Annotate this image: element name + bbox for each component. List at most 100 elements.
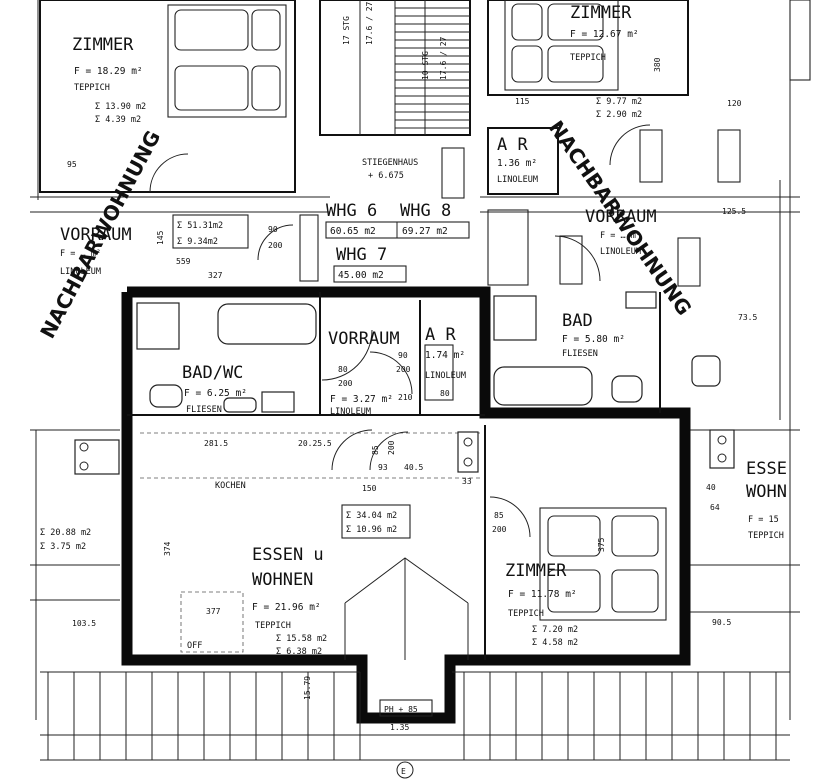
- dim-label: 200: [492, 525, 507, 534]
- dim-label: 375: [597, 537, 606, 552]
- dim-label: 210: [398, 393, 413, 402]
- room-area-bad-wc: F = 6.25 m²: [184, 388, 247, 399]
- dim-label: 115: [515, 97, 530, 106]
- dim-label: 103.5: [72, 619, 96, 628]
- dim-label: 150: [362, 484, 377, 493]
- room-floor-essen-wohnen: TEPPICH: [255, 621, 291, 631]
- off-label: OFF: [187, 641, 202, 651]
- dim-label: 120: [727, 99, 742, 108]
- room-sub2-essen-wohnen: Σ 6.38 m2: [276, 647, 322, 657]
- grid-lines: [30, 0, 800, 720]
- stiegenhaus-value: + 6.675: [368, 171, 404, 181]
- balcony-railing: [40, 671, 790, 761]
- dim-label: 90: [398, 351, 408, 360]
- dim-label: 1.35: [390, 723, 409, 732]
- dim-label: 40.5: [404, 463, 423, 472]
- vorraum-area-2: Σ 9.34m2: [177, 237, 218, 247]
- neighbor-label-right: NACHBARWOHNUNG: [544, 116, 697, 320]
- dim-label: 20.25.5: [298, 439, 332, 448]
- room-area-zimmer-top-right: F = 12.67 m²: [570, 29, 639, 40]
- room-zimmer-top-right: [487, 0, 811, 195]
- room-name-bad-wc: BAD/WC: [182, 363, 243, 383]
- room-floor-ar-top: LINOLEUM: [497, 175, 538, 185]
- room-floor-zimmer-center: TEPPICH: [508, 609, 544, 619]
- room-essen-wohnen: [74, 429, 480, 660]
- room-name-ar-top: A R: [497, 135, 528, 155]
- room-area-right-edge: F = 15: [748, 515, 779, 525]
- dim-label: 85: [371, 445, 380, 455]
- room-bad-right: [493, 291, 721, 413]
- dim-label: 90: [268, 225, 278, 234]
- dim-label: 40: [706, 483, 716, 492]
- stair-count-2: 10 STG: [421, 51, 430, 80]
- axis-label: E: [401, 767, 406, 776]
- axis-marker: [396, 761, 414, 779]
- room-sub2-zimmer-top-right: Σ 2.90 m2: [596, 110, 642, 120]
- dim-label: 33: [462, 477, 472, 486]
- room-vorraum-right: [487, 209, 701, 287]
- room-zimmer-center: [489, 429, 735, 621]
- apartment-outer-wall: [121, 286, 691, 724]
- dim-label: 380: [653, 57, 662, 72]
- room-area-bad-right: F = 5.80 m²: [562, 334, 625, 345]
- room-sub1-zimmer-center: Σ 7.20 m2: [532, 625, 578, 635]
- dim-label: 374: [163, 541, 172, 556]
- room-name-zimmer-top-left: ZIMMER: [72, 35, 134, 55]
- room-name-esse-right: ESSE: [746, 459, 787, 479]
- dim-label: 125.5: [722, 207, 746, 216]
- room-area-essen-wohnen: F = 21.96 m²: [252, 602, 321, 613]
- dim-label: 200: [387, 440, 396, 455]
- room-floor-right-edge: TEPPICH: [748, 531, 784, 541]
- kitchen-area-1: Σ 34.04 m2: [346, 511, 397, 521]
- bathroom-fixtures: [136, 302, 373, 413]
- dim-label: 80: [440, 389, 450, 398]
- room-name-wohnen: WOHNEN: [252, 570, 313, 590]
- room-zimmer-top-left: [39, 0, 296, 193]
- dim-label: 200: [396, 365, 411, 374]
- room-area-vorraum-left: F = … m²: [60, 249, 101, 259]
- stair-size-1: 17.6 / 27: [365, 1, 374, 45]
- room-name-vorraum-left: VORRAUM: [60, 225, 132, 245]
- apartment-whg6-area: 60.65 m2: [330, 226, 376, 237]
- dim-label: 559: [176, 257, 191, 266]
- room-floor-vorraum-center: LINOLEUM: [330, 407, 371, 417]
- apartment-whg8: WHG 8: [400, 201, 451, 221]
- dim-label: 64: [710, 503, 720, 512]
- room-floor-ar-center: LINOLEUM: [425, 371, 466, 381]
- dim-label: 93: [378, 463, 388, 472]
- room-name-ar-center: A R: [425, 325, 456, 345]
- room-floor-zimmer-top-left: TEPPICH: [74, 83, 110, 93]
- room-name-bad-right: BAD: [562, 311, 593, 331]
- apartment-labels: [325, 221, 470, 283]
- room-area-zimmer-top-left: F = 18.29 m²: [74, 66, 143, 77]
- room-area-zimmer-center: F = 11.78 m²: [508, 589, 577, 600]
- dim-label: 80: [338, 365, 348, 374]
- room-floor-vorraum-left: LINOLEUM: [60, 267, 101, 277]
- dim-label: 200: [338, 379, 353, 388]
- room-sub2-zimmer-top-left: Σ 4.39 m2: [95, 115, 141, 125]
- kitchen-area-2: Σ 10.96 m2: [346, 525, 397, 535]
- dim-label: 327: [208, 271, 223, 280]
- room-floor-bad-wc: FLIESEN: [186, 405, 222, 415]
- room-name-zimmer-center: ZIMMER: [505, 561, 567, 581]
- dim-label: 15.79: [303, 676, 312, 700]
- room-sub1-zimmer-top-left: Σ 13.90 m2: [95, 102, 146, 112]
- dim-label: 90.5: [712, 618, 731, 627]
- stiegenhaus-label: STIEGENHAUS: [362, 158, 418, 168]
- room-sub1-essen-wohnen: Σ 15.58 m2: [276, 634, 327, 644]
- room-vorraum-center: [369, 344, 454, 401]
- room-sub1-left-edge: Σ 20.88 m2: [40, 528, 91, 538]
- dim-label: 73.5: [738, 313, 757, 322]
- room-floor-bad-right: FLIESEN: [562, 349, 598, 359]
- dim-label: 281.5: [204, 439, 228, 448]
- room-name-vorraum-right: VORRAUM: [585, 207, 657, 227]
- room-area-ar-top: 1.36 m²: [497, 158, 537, 169]
- stair-size-2: 17.6 / 27: [439, 36, 448, 80]
- room-sub1-zimmer-top-right: Σ 9.77 m2: [596, 97, 642, 107]
- room-area-ar-center: 1.74 m²: [425, 350, 465, 361]
- apartment-whg8-area: 69.27 m2: [402, 226, 448, 237]
- room-sub2-zimmer-center: Σ 4.58 m2: [532, 638, 578, 648]
- dim-label: 200: [268, 241, 283, 250]
- dim-label: 145: [156, 230, 165, 245]
